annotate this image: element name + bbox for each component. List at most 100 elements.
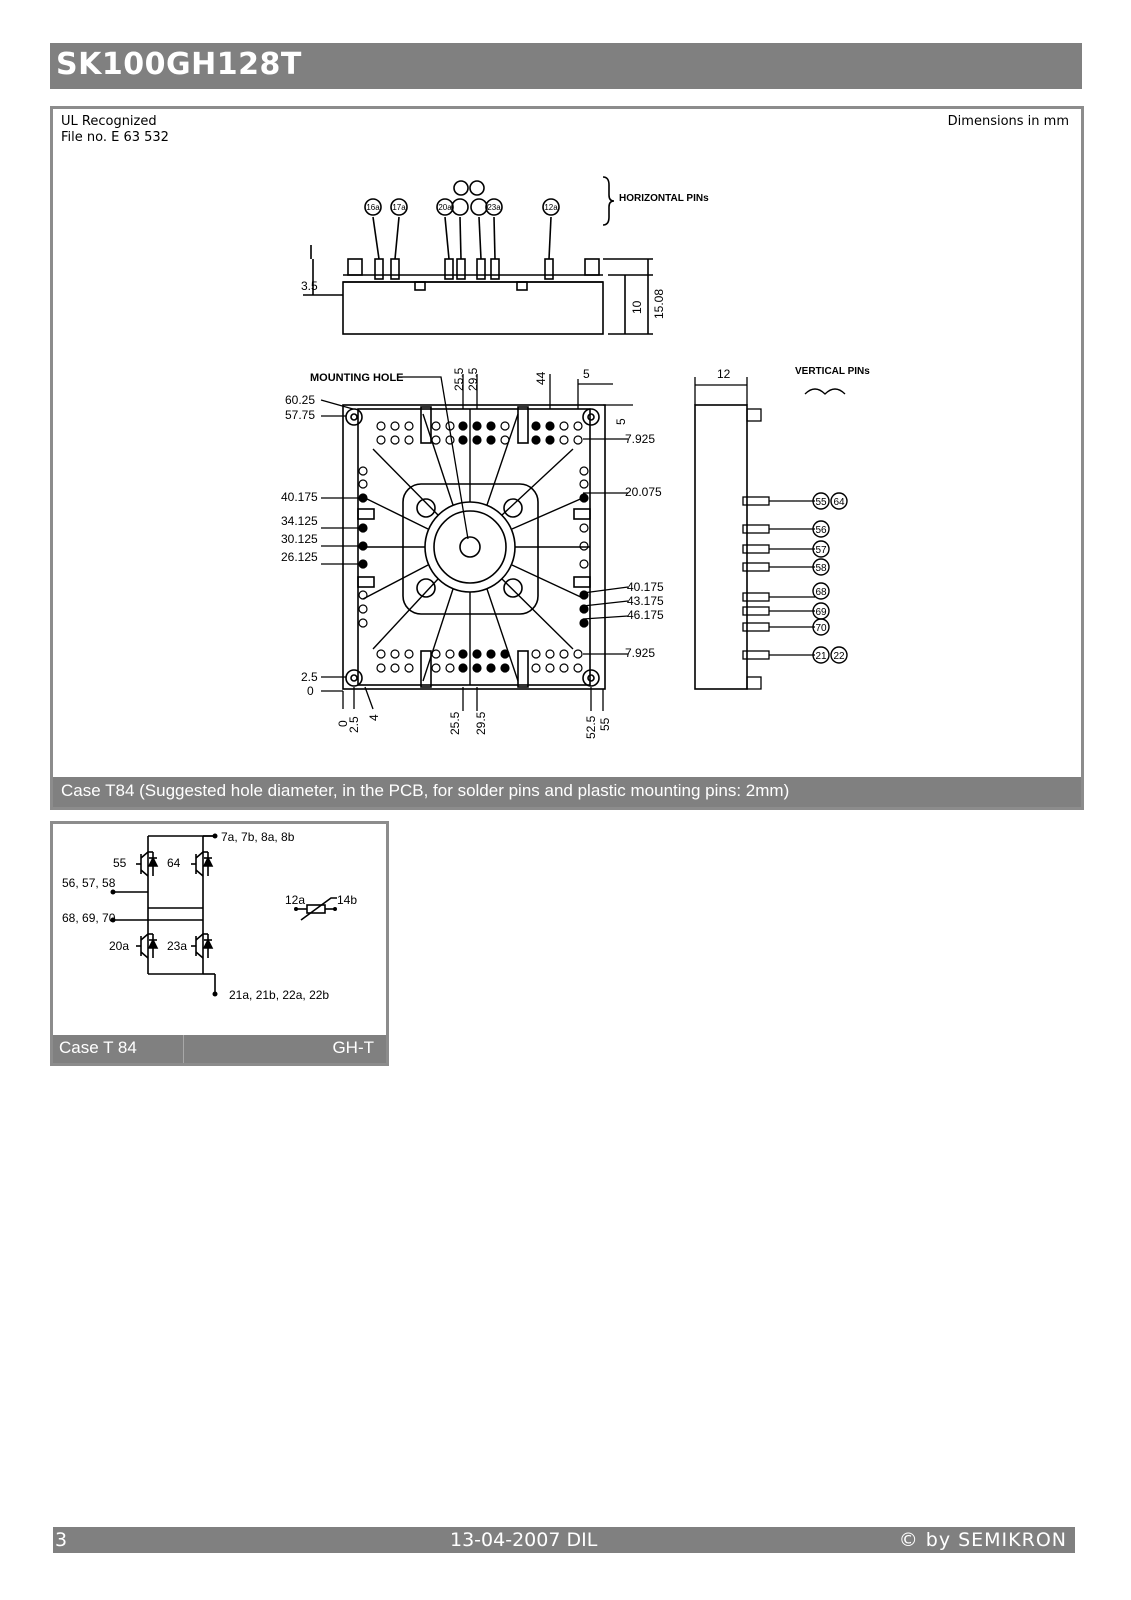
dim-10: 10 bbox=[630, 300, 644, 314]
pin-hole bbox=[358, 590, 368, 600]
mounting-hole-label: MOUNTING HOLE bbox=[310, 372, 404, 384]
ul-recognition: UL Recognized File no. E 63 532 bbox=[61, 114, 169, 146]
pin-hole bbox=[559, 421, 569, 431]
pin-hole bbox=[545, 435, 555, 445]
ul-line2: File no. E 63 532 bbox=[61, 130, 169, 145]
gate-20a: 20a bbox=[109, 939, 129, 953]
pin-hole bbox=[486, 421, 496, 431]
pin-hole bbox=[579, 493, 589, 503]
output-pins-2: 68, 69, 70 bbox=[62, 911, 116, 925]
pin-hole bbox=[579, 466, 589, 476]
pin-hole bbox=[545, 663, 555, 673]
pin-label-vertical: 55 bbox=[815, 497, 827, 508]
pin-hole bbox=[500, 435, 510, 445]
pin-hole bbox=[376, 649, 386, 659]
case-label: Case T 84 bbox=[59, 1038, 137, 1057]
dim-0-bottom: 0 bbox=[336, 720, 350, 727]
pin-hole bbox=[579, 523, 589, 533]
dim-20-075: 20.075 bbox=[625, 485, 662, 499]
pin-hole bbox=[404, 435, 414, 445]
pin-hole bbox=[531, 435, 541, 445]
pin-label-top: 17a bbox=[392, 203, 406, 212]
pin-hole bbox=[579, 559, 589, 569]
dim-12: 12 bbox=[717, 367, 731, 381]
pin-hole bbox=[431, 435, 441, 445]
pin-hole bbox=[431, 663, 441, 673]
pin-hole bbox=[458, 663, 468, 673]
dim-60-25: 60.25 bbox=[285, 393, 315, 407]
pin-hole bbox=[559, 435, 569, 445]
footer-bar: 3 13-04-2007 DIL © by SEMIKRON bbox=[53, 1527, 1075, 1553]
pin-label-circle bbox=[830, 492, 848, 510]
pin-label-top: 12a bbox=[544, 203, 558, 212]
pin-hole bbox=[531, 663, 541, 673]
pin-hole bbox=[390, 663, 400, 673]
dim-57-75: 57.75 bbox=[285, 408, 315, 422]
pin-hole bbox=[404, 649, 414, 659]
schematic-caption-bar: Case T 84 GH-T bbox=[53, 1035, 386, 1063]
pin-hole bbox=[458, 649, 468, 659]
pin-label-circle bbox=[812, 618, 830, 636]
dim-5: 5 bbox=[583, 367, 590, 381]
ntc-pin-left: 12a bbox=[285, 893, 305, 907]
pin-hole bbox=[404, 421, 414, 431]
gate-64: 64 bbox=[167, 856, 181, 870]
pin-label-vertical: 21 bbox=[815, 651, 827, 662]
dim-30-125: 30.125 bbox=[281, 532, 318, 546]
page-number: 3 bbox=[55, 1529, 68, 1551]
dim-5-b: 5 bbox=[614, 418, 628, 425]
pin-hole bbox=[559, 663, 569, 673]
pin-hole bbox=[500, 421, 510, 431]
pin-hole bbox=[358, 479, 368, 489]
ul-line1: UL Recognized bbox=[61, 114, 157, 129]
dim-29-5-bottom: 29.5 bbox=[474, 711, 488, 735]
title-bar: SK100GH128T bbox=[50, 43, 1082, 89]
vertical-pins-label: VERTICAL PINs bbox=[795, 366, 870, 377]
dim-40-175-right: 40.175 bbox=[627, 580, 664, 594]
pin-hole bbox=[404, 663, 414, 673]
pin-label-vertical: 68 bbox=[815, 587, 827, 598]
pin-hole bbox=[579, 479, 589, 489]
footer-copyright: © by SEMIKRON bbox=[898, 1529, 1067, 1551]
pin-hole bbox=[458, 421, 468, 431]
pin-hole bbox=[573, 435, 583, 445]
pin-label-top: 23a bbox=[487, 203, 501, 212]
pin-hole bbox=[472, 435, 482, 445]
pin-label-top: 16a bbox=[366, 203, 380, 212]
pin-hole bbox=[445, 649, 455, 659]
pin-hole bbox=[500, 649, 510, 659]
dim-25-5-top: 25.5 bbox=[452, 367, 466, 391]
pin-hole bbox=[358, 618, 368, 628]
dim-46-175: 46.175 bbox=[627, 608, 664, 622]
dim-2-5-bottom: 2.5 bbox=[347, 716, 361, 733]
pin-hole bbox=[390, 435, 400, 445]
drawing-caption: Case T84 (Suggested hole diameter, in th… bbox=[61, 781, 790, 800]
pin-hole bbox=[472, 663, 482, 673]
pin-label-top: 20a bbox=[438, 203, 452, 212]
pin-hole bbox=[431, 421, 441, 431]
pin-hole bbox=[531, 649, 541, 659]
pin-hole bbox=[545, 421, 555, 431]
horizontal-pins-label: HORIZONTAL PINs bbox=[619, 193, 709, 204]
pin-hole bbox=[486, 649, 496, 659]
schematic-panel: 7a, 7b, 8a, 8b 55 64 56, 57, 58 68, 69, … bbox=[50, 821, 389, 1066]
pin-hole bbox=[531, 421, 541, 431]
collector-pins: 7a, 7b, 8a, 8b bbox=[221, 830, 295, 844]
pin-hole bbox=[376, 435, 386, 445]
footer-date: 13-04-2007 DIL bbox=[450, 1529, 598, 1551]
dim-26-125: 26.125 bbox=[281, 550, 318, 564]
pin-hole bbox=[486, 435, 496, 445]
pin-hole bbox=[472, 421, 482, 431]
pin-label-vertical: 64 bbox=[833, 497, 845, 508]
pin-hole bbox=[445, 435, 455, 445]
pin-hole bbox=[559, 649, 569, 659]
units-note: Dimensions in mm bbox=[947, 114, 1069, 129]
dim-44: 44 bbox=[534, 371, 548, 385]
dim-25-5-bottom: 25.5 bbox=[448, 711, 462, 735]
pin-label-circle bbox=[830, 646, 848, 664]
pin-hole bbox=[579, 541, 589, 551]
pin-hole bbox=[573, 649, 583, 659]
pin-hole bbox=[579, 618, 589, 628]
dim-4: 4 bbox=[367, 714, 381, 721]
pin-label-vertical: 57 bbox=[815, 545, 827, 556]
